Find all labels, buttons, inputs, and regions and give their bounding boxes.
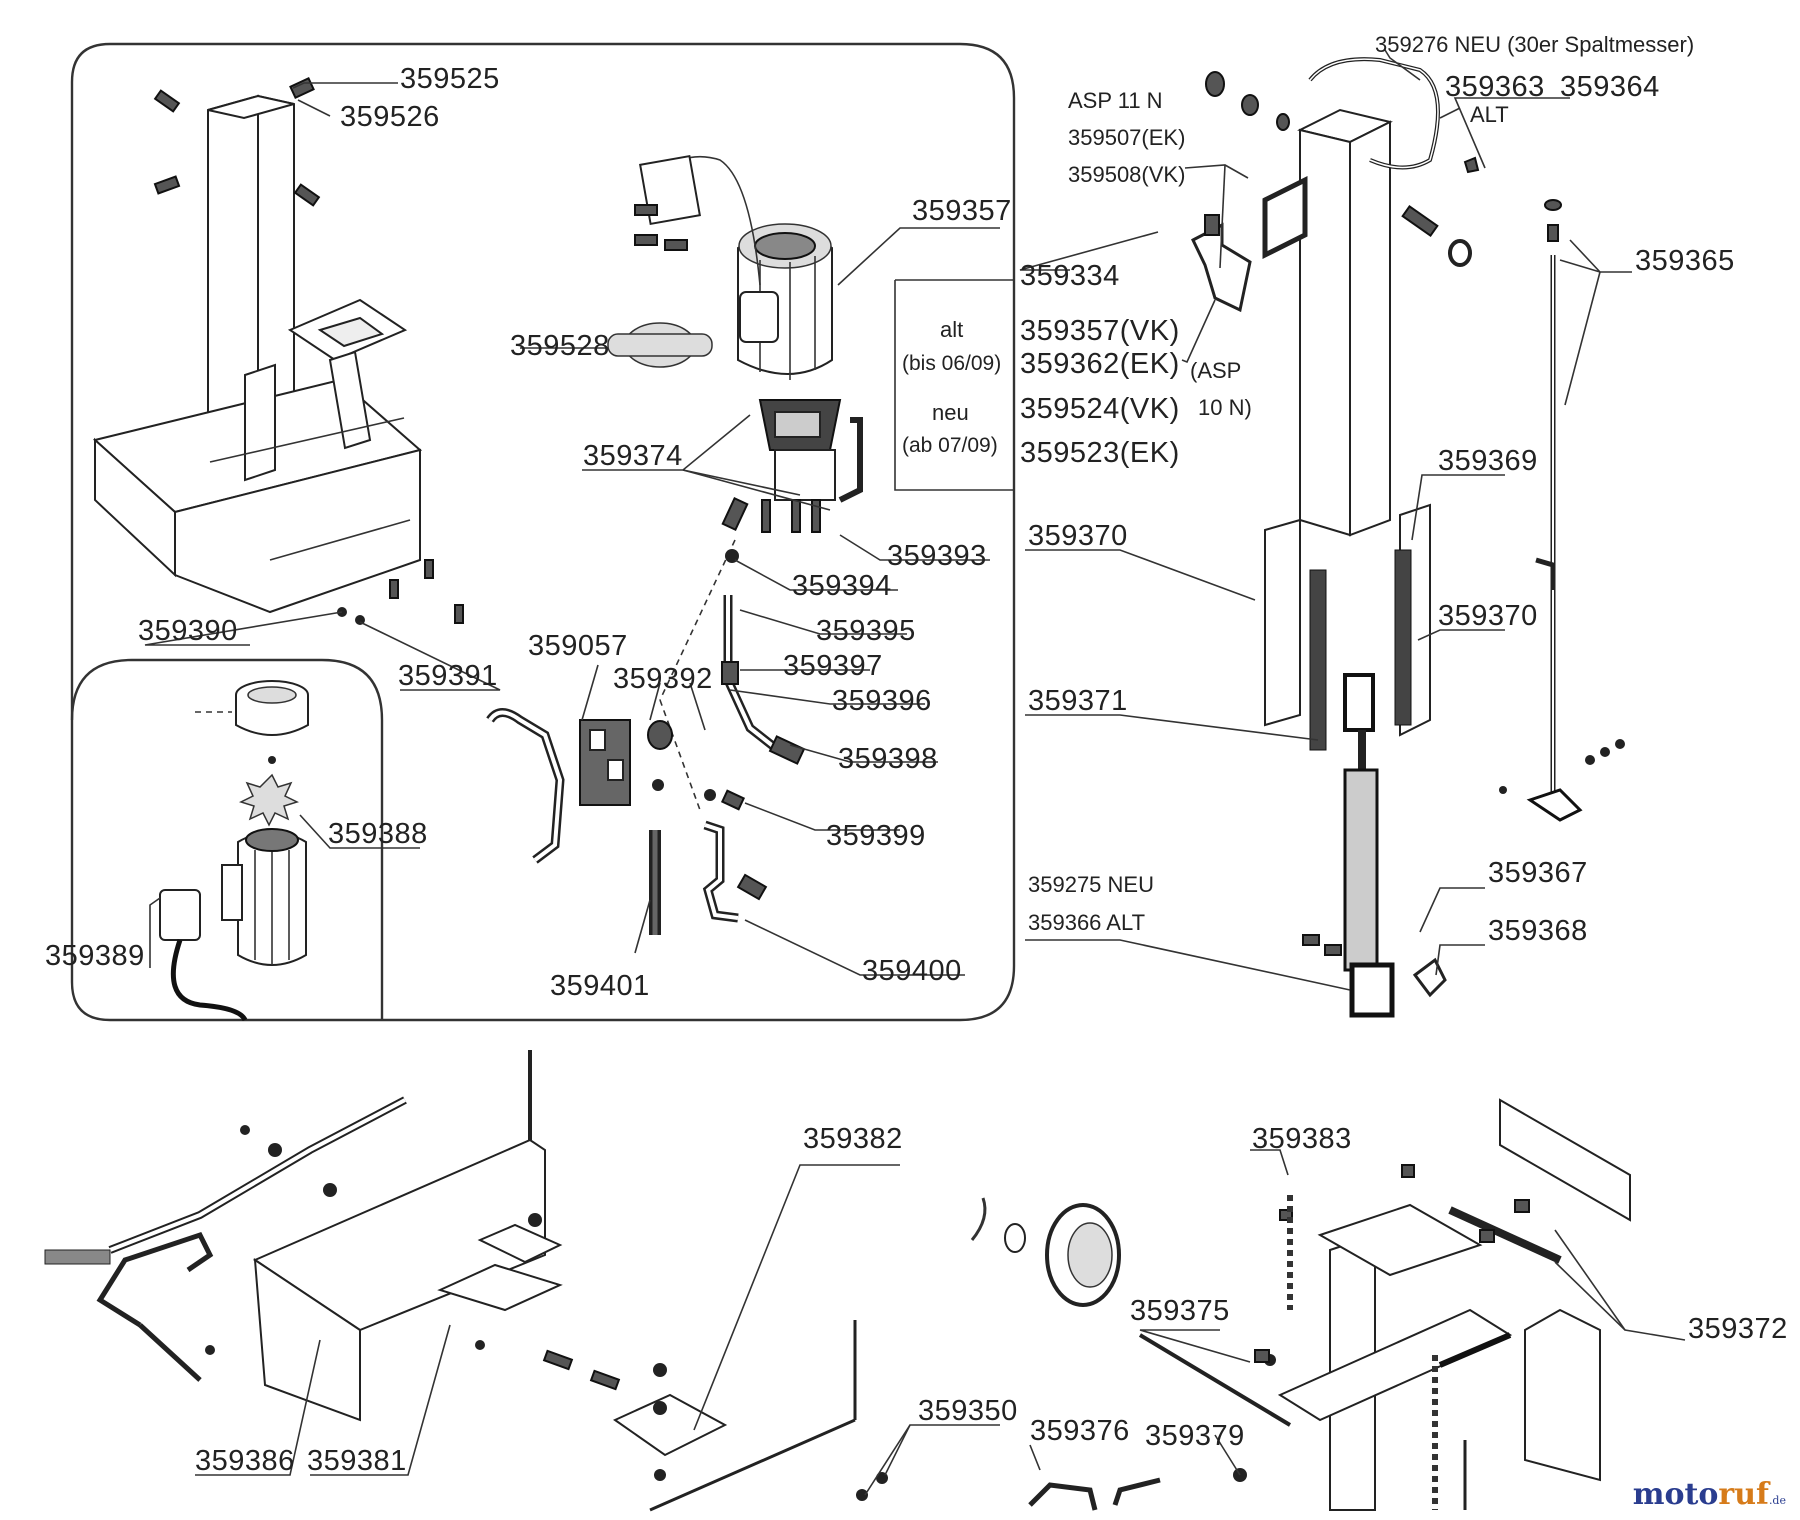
pump-part xyxy=(721,399,863,533)
brand-name-b: ruf xyxy=(1718,1477,1769,1512)
splitter-frame-part xyxy=(92,94,423,614)
label-359370-left: 359370 xyxy=(1028,520,1128,552)
label-359399: 359399 xyxy=(826,820,926,852)
label-359369: 359369 xyxy=(1438,445,1538,477)
label-359379: 359379 xyxy=(1145,1420,1245,1452)
label-359525: 359525 xyxy=(400,63,500,95)
label-359357: 359357 xyxy=(912,195,1012,227)
reference-box xyxy=(894,279,1014,491)
foot-frame-part xyxy=(1277,1098,1631,1511)
lever-rod-part xyxy=(1499,199,1625,822)
label-359508: 359508(VK) xyxy=(1068,162,1185,187)
electric-motor-part xyxy=(659,155,833,380)
label-359365: 359365 xyxy=(1635,245,1735,277)
label-359390: 359390 xyxy=(138,615,238,647)
small-parts-right xyxy=(1191,71,1480,998)
wheel-part xyxy=(970,1197,1292,1427)
label-359388: 359388 xyxy=(328,818,428,850)
label-359524: 359524(VK) xyxy=(1020,393,1180,425)
label-359057: 359057 xyxy=(528,630,628,662)
label-359275: 359275 NEU xyxy=(1028,872,1154,897)
label-359397: 359397 xyxy=(783,650,883,682)
label-alt-range: (bis 06/09) xyxy=(902,352,1001,375)
label-asp11: ASP 11 N xyxy=(1068,88,1163,113)
label-alt: alt xyxy=(940,317,963,342)
bracket-part xyxy=(612,1320,888,1512)
leader-lines xyxy=(144,49,1686,1496)
label-neu: neu xyxy=(932,400,969,425)
label-359374: 359374 xyxy=(583,440,683,472)
label-359363-alt: ALT xyxy=(1470,102,1509,127)
valve-block-part xyxy=(486,708,631,864)
part-labels: 359525 359526 359357 359528 359374 35939… xyxy=(45,32,1788,1477)
hydraulic-lines-part xyxy=(647,539,806,935)
label-359396: 359396 xyxy=(832,685,932,717)
coupling-part xyxy=(607,322,713,368)
label-359386: 359386 xyxy=(195,1445,295,1477)
label-359392: 359392 xyxy=(613,663,713,695)
label-359376: 359376 xyxy=(1030,1415,1130,1447)
label-359400: 359400 xyxy=(862,955,962,987)
label-359394: 359394 xyxy=(792,570,892,602)
brand-logo: motoruf.de xyxy=(1633,1477,1786,1512)
label-359528: 359528 xyxy=(510,330,610,362)
base-frame-part xyxy=(44,1050,621,1422)
main-assembly-frame xyxy=(70,42,1016,1022)
label-359276: 359276 NEU (30er Spaltmesser) xyxy=(1375,32,1694,57)
screws-top-left xyxy=(153,77,464,625)
brand-tld: .de xyxy=(1768,1494,1786,1507)
label-359389: 359389 xyxy=(45,940,145,972)
column-part xyxy=(1262,57,1440,751)
label-359401: 359401 xyxy=(550,970,650,1002)
label-359523: 359523(EK) xyxy=(1020,437,1180,469)
label-359382: 359382 xyxy=(803,1123,903,1155)
hydraulic-cylinder-part xyxy=(1343,730,1395,1018)
label-359334: 359334 xyxy=(1020,260,1120,292)
label-359364: 359364 xyxy=(1560,71,1660,103)
label-359370-right: 359370 xyxy=(1438,600,1538,632)
switch-part xyxy=(634,154,701,251)
label-359367: 359367 xyxy=(1488,857,1588,889)
label-359398: 359398 xyxy=(838,743,938,775)
label-359393: 359393 xyxy=(887,540,987,572)
label-359363: 359363 xyxy=(1445,71,1545,103)
motor-inset-frame xyxy=(70,658,384,1020)
brand-name-a: moto xyxy=(1632,1477,1719,1512)
label-asp10-b: 10 N) xyxy=(1198,395,1252,420)
label-359395: 359395 xyxy=(816,615,916,647)
label-359375: 359375 xyxy=(1130,1295,1230,1327)
label-359381: 359381 xyxy=(307,1445,407,1477)
label-359371: 359371 xyxy=(1028,685,1128,717)
label-359362: 359362(EK) xyxy=(1020,348,1180,380)
label-359368: 359368 xyxy=(1488,915,1588,947)
label-359526: 359526 xyxy=(340,101,440,133)
inset-motor-part xyxy=(159,680,309,1022)
label-359357vk: 359357(VK) xyxy=(1020,315,1180,347)
label-359350: 359350 xyxy=(918,1395,1018,1427)
label-359383: 359383 xyxy=(1252,1123,1352,1155)
label-359391: 359391 xyxy=(398,660,498,692)
label-359366: 359366 ALT xyxy=(1028,910,1145,935)
label-neu-range: (ab 07/09) xyxy=(902,434,998,457)
label-359507: 359507(EK) xyxy=(1068,125,1185,150)
label-359372: 359372 xyxy=(1688,1313,1788,1345)
label-asp10-a: (ASP xyxy=(1190,358,1241,383)
